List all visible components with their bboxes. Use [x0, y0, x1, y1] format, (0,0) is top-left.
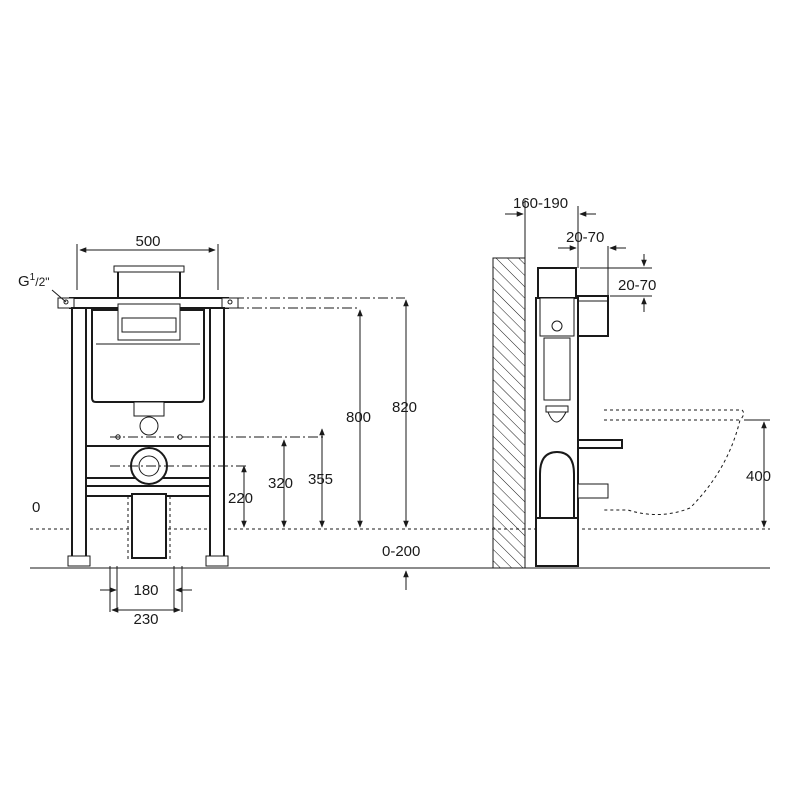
dim-230-label: 230 [133, 611, 158, 628]
dim-offset-a-label: 20-70 [566, 229, 604, 246]
flush-pipe-outlet [139, 416, 159, 436]
wc-bowl-outline [604, 409, 745, 516]
dim-220-label: 220 [228, 490, 253, 507]
bowl-support-bracket [577, 439, 623, 449]
side-frame-top [537, 267, 577, 299]
dim-180-label: 180 [133, 582, 158, 599]
drain-pipe [131, 493, 167, 559]
dim-width-label: 500 [135, 233, 160, 250]
dim-offset-b-label: 20-70 [618, 277, 656, 294]
right-frame-leg [209, 307, 225, 565]
dim-355-label: 355 [308, 471, 333, 488]
inlet-label: G1/2" [18, 272, 50, 290]
side-view: 160-190 20-70 20-70 400 [492, 195, 771, 569]
left-frame-leg [71, 307, 87, 565]
flush-plate-side [577, 295, 609, 337]
right-bracket [221, 297, 239, 309]
zero-label: 0 [32, 499, 40, 516]
dim-820-label: 820 [392, 399, 417, 416]
reference-lines [30, 528, 770, 569]
dim-800-label: 800 [346, 409, 371, 426]
left-bracket [57, 297, 75, 309]
dim-bowl-height-label: 400 [746, 468, 771, 485]
wall-section [492, 257, 526, 569]
front-view: 500 G1/2" 0 820 800 355 320 220 [18, 233, 420, 628]
side-drain-pipe [539, 450, 575, 519]
dim-floor-range-label: 0-200 [382, 543, 420, 560]
dim-320-label: 320 [268, 475, 293, 492]
dim-depth-label: 160-190 [513, 195, 568, 212]
